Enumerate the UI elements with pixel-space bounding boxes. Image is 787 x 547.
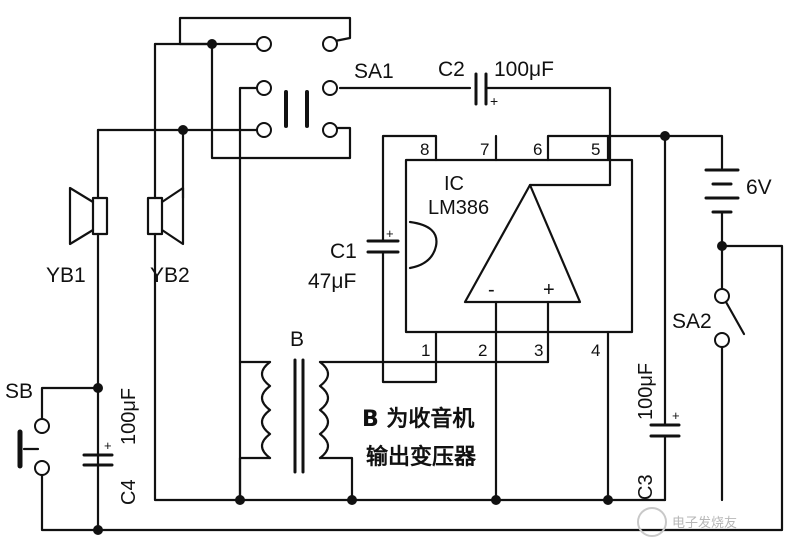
label-yb2: YB2 xyxy=(150,264,190,287)
speaker-yb2 xyxy=(146,186,185,246)
note-line2: 输出变压器 xyxy=(366,444,477,470)
capacitor-c4: + xyxy=(82,438,114,467)
label-c3-value: 100μF xyxy=(635,363,657,420)
label-c1: C1 xyxy=(330,240,357,263)
svg-text:+: + xyxy=(104,438,112,453)
note-line1: B 为收音机 xyxy=(362,406,474,432)
label-yb1: YB1 xyxy=(46,264,86,287)
label-sb: SB xyxy=(5,380,33,403)
speaker-yb1 xyxy=(68,186,109,246)
label-transformer: B xyxy=(290,328,304,351)
label-c2: C2 xyxy=(438,58,465,81)
pin-5: 5 xyxy=(591,140,600,159)
battery-6v xyxy=(704,168,740,292)
label-plus: + xyxy=(543,279,555,301)
label-sa2: SA2 xyxy=(672,310,712,333)
capacitor-c1: + xyxy=(366,226,400,260)
label-c4: C4 xyxy=(118,479,140,505)
pin-7: 7 xyxy=(480,140,489,159)
pin-8: 8 xyxy=(420,140,429,159)
ic-lm386 xyxy=(318,134,667,502)
svg-text:+: + xyxy=(386,226,394,241)
watermark: 电子发烧友 xyxy=(637,507,737,537)
label-c3: C3 xyxy=(635,474,657,500)
label-c4-value: 100μF xyxy=(118,388,140,445)
transformer-b xyxy=(235,358,357,505)
label-ic: IC xyxy=(444,173,464,195)
pin-1: 1 xyxy=(421,341,430,360)
label-c1-value: 47μF xyxy=(308,270,356,293)
watermark-text: 电子发烧友 xyxy=(672,515,737,531)
pin-2: 2 xyxy=(478,341,487,360)
capacitor-c3: + xyxy=(649,131,681,502)
pin-4: 4 xyxy=(591,341,600,360)
switch-sa2 xyxy=(714,288,746,502)
svg-text:+: + xyxy=(490,93,498,109)
button-sb xyxy=(17,383,103,535)
label-sa1: SA1 xyxy=(354,60,394,83)
label-c2-value: 100μF xyxy=(494,58,554,81)
capacitor-c2: + xyxy=(474,72,612,187)
label-battery-voltage: 6V xyxy=(746,176,772,199)
svg-text:+: + xyxy=(672,408,680,423)
label-ic-part: LM386 xyxy=(428,197,489,219)
pin-6: 6 xyxy=(533,140,542,159)
label-minus: - xyxy=(488,279,495,301)
pin-3: 3 xyxy=(534,341,543,360)
